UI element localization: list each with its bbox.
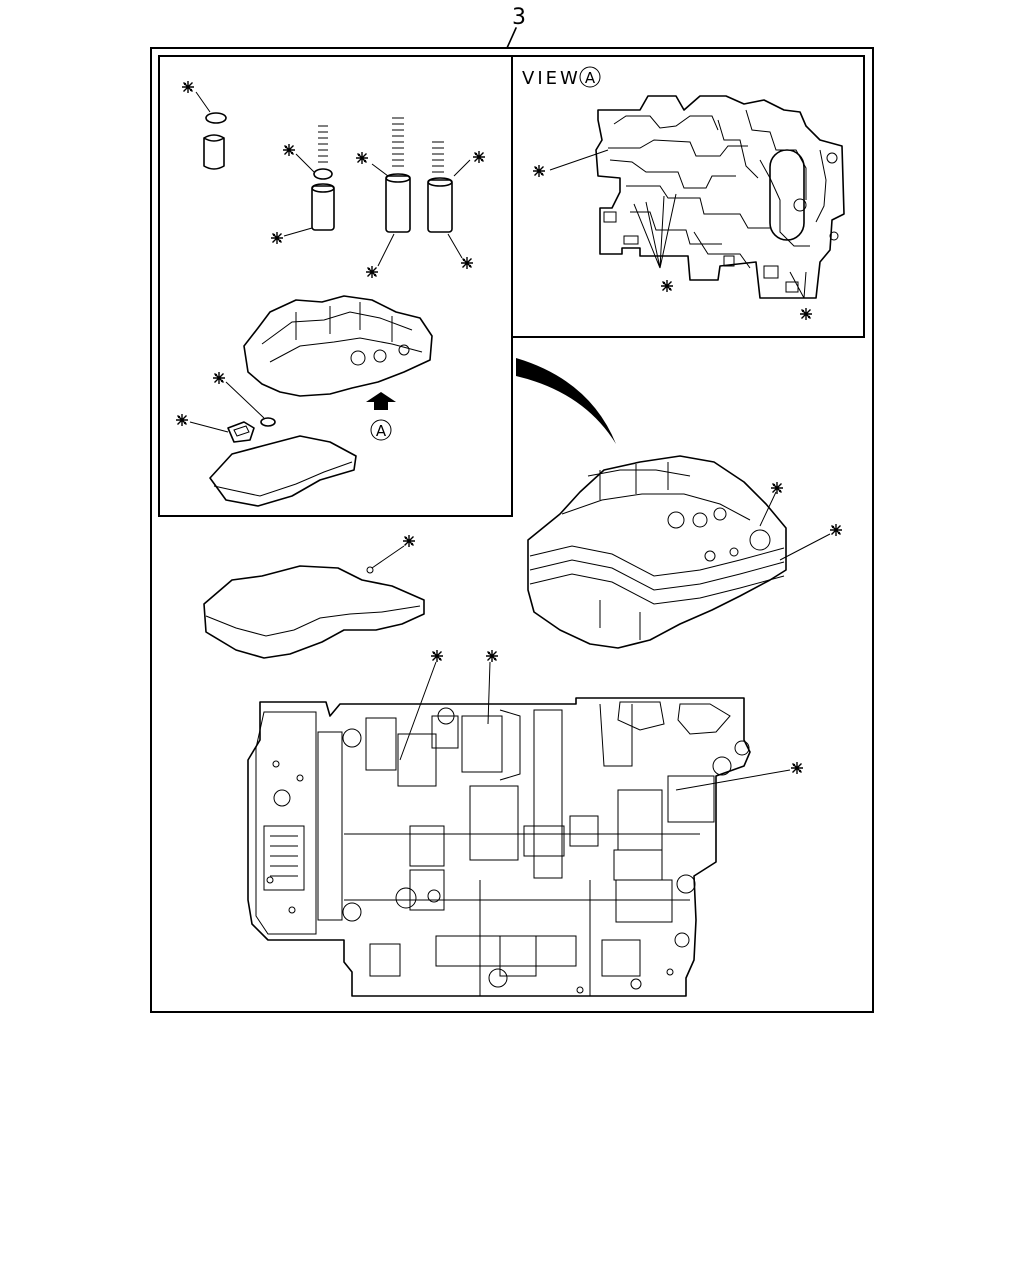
washer — [260, 417, 276, 427]
leader-gasket — [189, 381, 265, 433]
marker-icon — [486, 650, 498, 662]
direction-arrow-icon — [366, 392, 396, 410]
separator-plate — [203, 535, 425, 659]
outer-frame — [150, 47, 874, 1013]
plate-port — [623, 235, 639, 245]
valve-body-details — [261, 302, 423, 366]
small-parts-group: A — [176, 81, 485, 507]
valve-body-stack — [527, 455, 842, 649]
spring-2 — [392, 117, 404, 167]
plate-hole — [829, 231, 839, 241]
view-letter: A — [585, 69, 596, 87]
sleeve-2-cap — [385, 173, 411, 183]
leader-view-a — [549, 149, 609, 171]
oblong-passage — [769, 149, 805, 241]
marker-icon — [791, 762, 803, 774]
callout-number: 3 — [512, 5, 526, 30]
valve-body-plate-view-a — [595, 95, 845, 299]
marker-icon — [176, 414, 188, 426]
plate-hole — [793, 198, 807, 212]
spring-3 — [432, 141, 444, 173]
plate-port — [603, 211, 617, 223]
marker-icon — [533, 165, 545, 177]
marker-icon — [661, 280, 673, 292]
arrow-letter-circle — [370, 419, 392, 441]
marker-icon — [283, 144, 295, 156]
leader-sleeve-3 — [447, 159, 471, 259]
marker-icon — [366, 266, 378, 278]
marker-icon — [800, 308, 812, 320]
inset-small-parts-panel — [158, 55, 513, 517]
plate-port — [723, 255, 735, 267]
leader-sleeve-2 — [371, 163, 395, 267]
leader-main-body — [399, 661, 791, 791]
leader-o-ring — [195, 91, 211, 113]
gasket-inner — [233, 425, 250, 437]
marker-icon — [473, 151, 485, 163]
leader-view-a — [633, 193, 677, 269]
marker-icon — [403, 535, 415, 547]
plate-port — [763, 265, 779, 279]
marker-icon — [356, 152, 368, 164]
main-valve-body — [247, 650, 803, 997]
sleeve-1 — [311, 185, 335, 231]
sleeve-3 — [427, 179, 453, 233]
spring-1 — [318, 125, 328, 163]
marker-icon — [431, 650, 443, 662]
o-ring — [205, 112, 227, 124]
leader-view-a — [789, 271, 807, 299]
plate-passages — [608, 109, 827, 269]
view-letter-circle — [579, 66, 601, 88]
plug — [203, 134, 225, 170]
o-ring — [313, 168, 333, 180]
upper-valve-body — [243, 295, 433, 397]
sleeve-2 — [385, 175, 411, 233]
curved-connector-arrow — [516, 358, 616, 444]
gasket — [227, 421, 255, 443]
marker-icon — [213, 372, 225, 384]
leader-stack — [759, 491, 831, 561]
arrow-letter: A — [376, 422, 387, 440]
view-a-panel: VIEW A — [511, 55, 865, 338]
leader-separator — [371, 545, 405, 569]
sleeve-1-cap — [311, 183, 335, 193]
marker-icon — [182, 81, 194, 93]
marker-icon — [771, 482, 783, 494]
marker-icon — [461, 257, 473, 269]
lower-plate-edge — [213, 461, 353, 497]
marker-icon — [830, 524, 842, 536]
plate-hole — [826, 152, 838, 164]
lower-plate — [209, 435, 357, 507]
leader-sleeve-1 — [283, 153, 315, 237]
callout-leader — [506, 27, 517, 49]
marker-icon — [271, 232, 283, 244]
sleeve-3-cap — [427, 177, 453, 187]
view-label: VIEW — [522, 68, 581, 89]
